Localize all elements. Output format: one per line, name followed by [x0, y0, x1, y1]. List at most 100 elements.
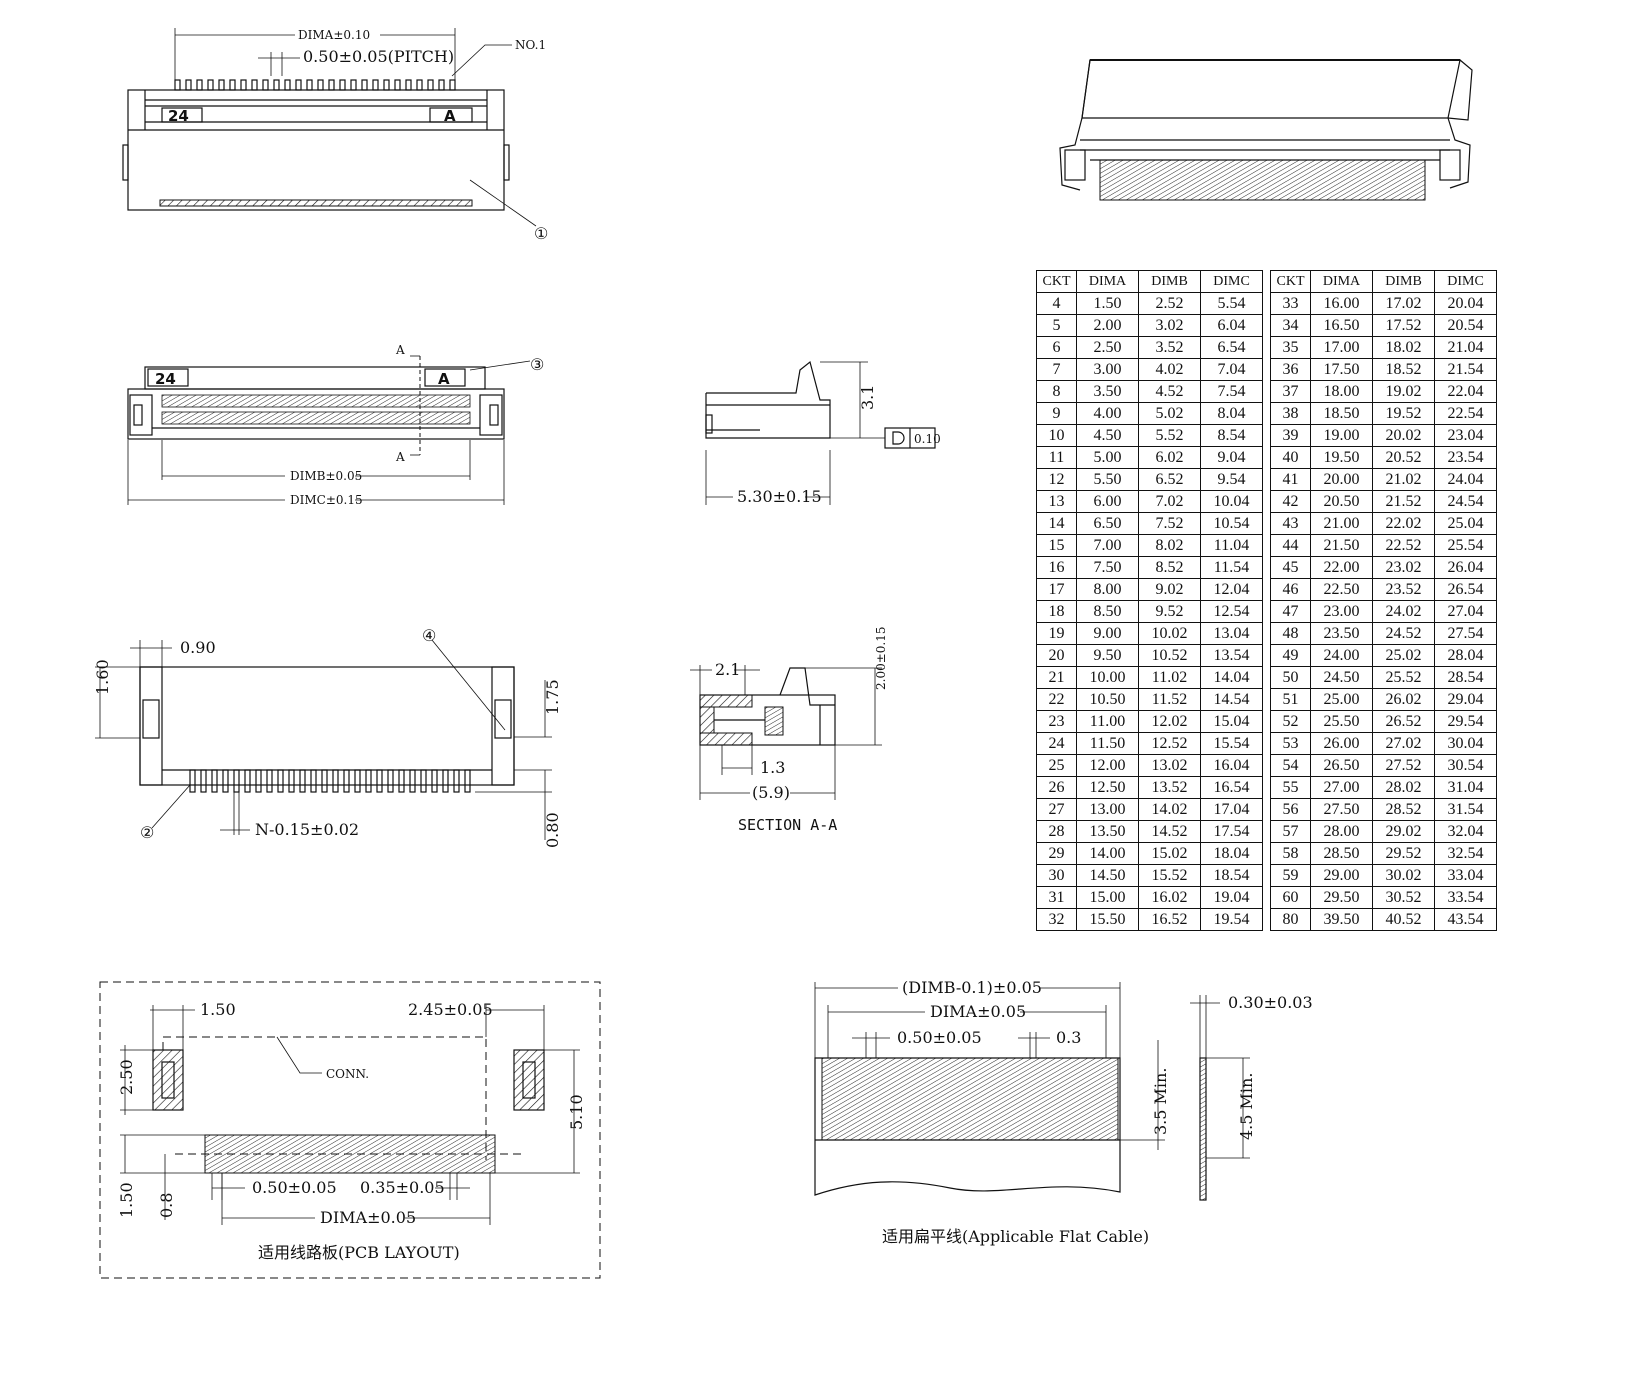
cell-dimc: 11.54 [1200, 556, 1263, 579]
cell-dimb: 11.02 [1138, 666, 1201, 689]
fc-dim-dima: DIMA±0.05 [930, 1002, 1026, 1021]
cell-dimb: 29.52 [1372, 842, 1435, 865]
cell-ckt: 29 [1036, 842, 1077, 865]
badge-a-mid: A [438, 370, 450, 388]
cell-ckt: 10 [1036, 424, 1077, 447]
callout-3: ③ [530, 355, 544, 374]
cell-ckt: 23 [1036, 710, 1077, 733]
cell-ckt: 57 [1270, 820, 1311, 843]
cell-dimb: 18.52 [1372, 358, 1435, 381]
cell-dima: 18.50 [1310, 402, 1373, 425]
cell-dima: 23.50 [1310, 622, 1373, 645]
cell-ckt: 36 [1270, 358, 1311, 381]
cell-dima: 24.00 [1310, 644, 1373, 667]
cell-dimb: 27.02 [1372, 732, 1435, 755]
cell-dimb: 8.52 [1138, 556, 1201, 579]
col-dima-right: DIMA [1310, 270, 1373, 293]
cell-ckt: 39 [1270, 424, 1311, 447]
table-gap [1262, 534, 1271, 557]
cell-ckt: 4 [1036, 292, 1077, 315]
cell-dima: 12.50 [1076, 776, 1139, 799]
cell-dima: 3.50 [1076, 380, 1139, 403]
cell-ckt: 7 [1036, 358, 1077, 381]
col-dimb-left: DIMB [1138, 270, 1201, 293]
callout-2: ② [140, 823, 154, 842]
cell-dima: 26.50 [1310, 754, 1373, 777]
cell-dimc: 32.04 [1434, 820, 1497, 843]
cell-dima: 5.50 [1076, 468, 1139, 491]
cell-dimb: 24.52 [1372, 622, 1435, 645]
cell-dimb: 23.02 [1372, 556, 1435, 579]
cell-dimc: 10.54 [1200, 512, 1263, 535]
cell-dimc: 19.04 [1200, 886, 1263, 909]
pcb-dim-035: 0.35±0.05 [360, 1178, 445, 1197]
cell-dimb: 27.52 [1372, 754, 1435, 777]
dim-080: 0.80 [543, 812, 562, 848]
cell-dimb: 17.02 [1372, 292, 1435, 315]
cell-dimb: 15.02 [1138, 842, 1201, 865]
cell-ckt: 11 [1036, 446, 1077, 469]
cell-dimc: 15.54 [1200, 732, 1263, 755]
cell-dima: 25.00 [1310, 688, 1373, 711]
cell-ckt: 50 [1270, 666, 1311, 689]
cell-ckt: 48 [1270, 622, 1311, 645]
cell-ckt: 6 [1036, 336, 1077, 359]
cell-dimc: 12.54 [1200, 600, 1263, 623]
cell-dimb: 18.02 [1372, 336, 1435, 359]
cell-dimb: 21.52 [1372, 490, 1435, 513]
dim-59: (5.9) [752, 783, 790, 802]
cell-ckt: 26 [1036, 776, 1077, 799]
fc-dim-03: 0.3 [1056, 1028, 1081, 1047]
flat-cable: (DIMB-0.1)±0.05 DIMA±0.05 0.50±0.05 0.3 … [814, 978, 1313, 1246]
table-gap [1262, 270, 1271, 293]
cell-dimb: 4.02 [1138, 358, 1201, 381]
cell-ckt: 59 [1270, 864, 1311, 887]
cell-ckt: 37 [1270, 380, 1311, 403]
cell-dimb: 30.02 [1372, 864, 1435, 887]
pcb-dim-050: 0.50±0.05 [252, 1178, 337, 1197]
table-gap [1262, 512, 1271, 535]
cell-dimc: 21.04 [1434, 336, 1497, 359]
cell-dimb: 24.02 [1372, 600, 1435, 623]
cell-dimc: 23.04 [1434, 424, 1497, 447]
cell-dima: 14.00 [1076, 842, 1139, 865]
cell-dimb: 30.52 [1372, 886, 1435, 909]
table-gap [1262, 468, 1271, 491]
cell-dimc: 20.54 [1434, 314, 1497, 337]
table-gap [1262, 820, 1271, 843]
cell-dimc: 14.04 [1200, 666, 1263, 689]
col-dimc-right: DIMC [1434, 270, 1497, 293]
cell-dima: 21.50 [1310, 534, 1373, 557]
cell-dima: 29.50 [1310, 886, 1373, 909]
front-view: DIMA±0.10 0.50±0.05(PITCH) NO.1 24 A [122, 28, 548, 243]
cell-ckt: 42 [1270, 490, 1311, 513]
table-gap [1262, 622, 1271, 645]
fc-dim-dimb: (DIMB-0.1)±0.05 [902, 978, 1042, 997]
cell-dimb: 21.02 [1372, 468, 1435, 491]
cell-dima: 27.50 [1310, 798, 1373, 821]
cell-ckt: 44 [1270, 534, 1311, 557]
col-dimb-right: DIMB [1372, 270, 1435, 293]
cell-dima: 23.00 [1310, 600, 1373, 623]
pcb-dim-510: 5.10 [567, 1094, 586, 1130]
cell-dima: 7.50 [1076, 556, 1139, 579]
table-gap [1262, 402, 1271, 425]
cell-dimc: 29.04 [1434, 688, 1497, 711]
dim-n015: N-0.15±0.02 [255, 820, 359, 839]
cell-dimc: 31.04 [1434, 776, 1497, 799]
cell-dimb: 12.02 [1138, 710, 1201, 733]
cell-dimc: 17.04 [1200, 798, 1263, 821]
cell-dimc: 26.54 [1434, 578, 1497, 601]
cell-dimb: 2.52 [1138, 292, 1201, 315]
